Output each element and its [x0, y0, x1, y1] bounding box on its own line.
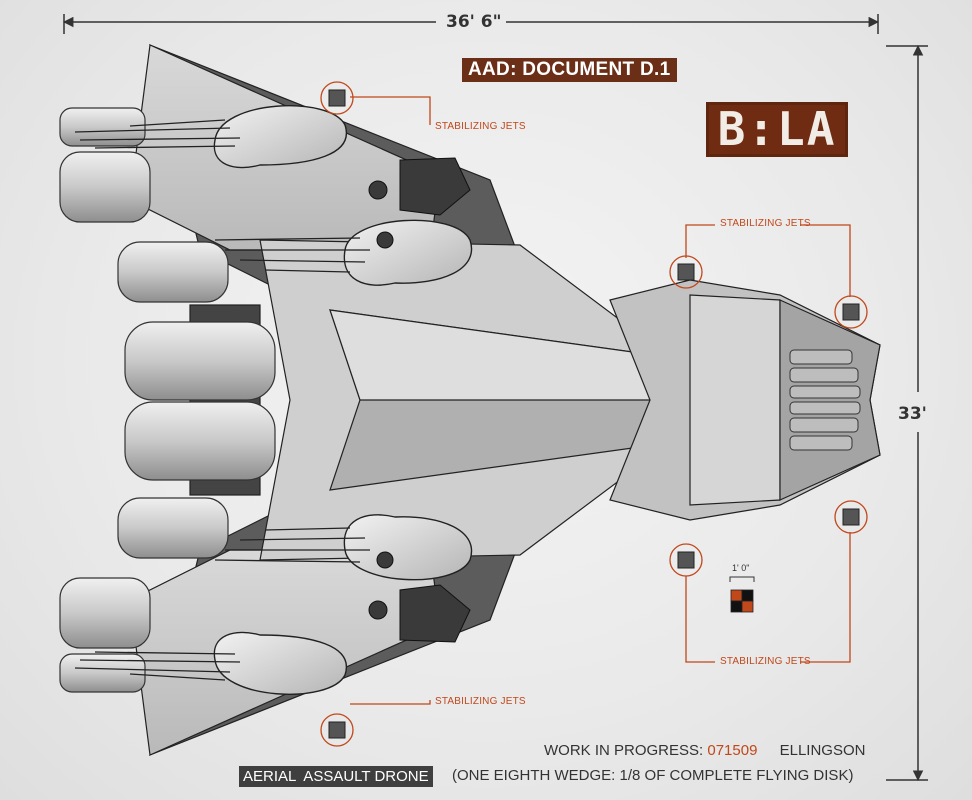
- width-dimension-line: [62, 14, 880, 34]
- scale-label: 1' 0": [732, 563, 750, 573]
- stabilizing-jet-1: [320, 81, 354, 115]
- callout-stabilizing-jets-1: STABILIZING JETS: [435, 121, 526, 132]
- wip-number: 071509: [707, 742, 758, 759]
- document-title: AAD: DOCUMENT D.1: [462, 58, 677, 82]
- gun-barrels: [74, 119, 370, 681]
- stabilizing-jet-2: [669, 255, 703, 289]
- callout-lines: [350, 96, 851, 705]
- bla-logo: B:LA: [706, 102, 848, 157]
- joint-mechanisms: [368, 157, 471, 643]
- wip-label: WORK IN PROGRESS:: [544, 742, 704, 759]
- author-name: ELLINGSON: [779, 742, 866, 759]
- callout-stabilizing-jets-2: STABILIZING JETS: [720, 218, 811, 229]
- callout-stabilizing-jets-4: STABILIZING JETS: [435, 696, 526, 707]
- drone-name-label: AERIAL ASSAULT DRONE: [239, 766, 433, 787]
- nose-tubes: [789, 349, 861, 451]
- stabilizing-jet-3: [834, 295, 868, 329]
- stabilizing-jet-6: [320, 713, 354, 747]
- height-dimension-line: [886, 44, 928, 782]
- height-dimension-label: 33': [898, 404, 927, 424]
- width-dimension-label: 36' 6": [446, 12, 502, 32]
- lower-pods: [213, 514, 473, 695]
- work-in-progress-line: WORK IN PROGRESS: 071509 ELLINGSON: [544, 742, 865, 759]
- engine-tubes: [59, 107, 276, 693]
- stabilizing-jet-4: [834, 500, 868, 534]
- scale-bracket: [729, 576, 755, 582]
- scale-checker: [730, 589, 754, 613]
- stabilizing-jets: [320, 81, 868, 747]
- wedge-note: (ONE EIGHTH WEDGE: 1/8 OF COMPLETE FLYIN…: [452, 767, 854, 784]
- callout-stabilizing-jets-3: STABILIZING JETS: [720, 656, 811, 667]
- upper-pods: [213, 105, 473, 286]
- stabilizing-jet-5: [669, 543, 703, 577]
